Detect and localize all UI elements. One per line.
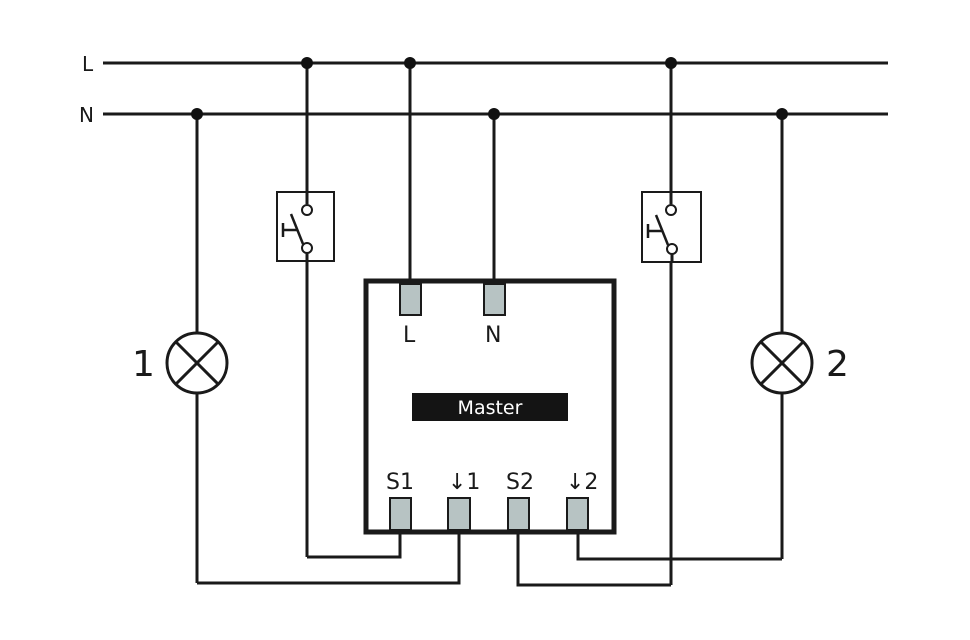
junction-dot bbox=[776, 108, 788, 120]
junction-dot bbox=[191, 108, 203, 120]
wire-out2 bbox=[576, 530, 782, 561]
terminal-n bbox=[483, 283, 506, 316]
terminal-s1 bbox=[389, 497, 412, 531]
master-device: L N Master S1 ↓1 S2 ↓2 bbox=[363, 278, 617, 535]
lamp-2 bbox=[750, 331, 814, 395]
junction-dot bbox=[488, 108, 500, 120]
wire-s1 bbox=[307, 530, 402, 559]
lamp-cross-icon bbox=[759, 340, 805, 386]
junction-dot bbox=[301, 57, 313, 69]
terminal-out2 bbox=[566, 497, 589, 531]
switch-contact-icon bbox=[665, 204, 677, 216]
push-button-switch-1 bbox=[276, 191, 335, 262]
junction-dot bbox=[665, 57, 677, 69]
master-title: Master bbox=[458, 397, 523, 419]
push-button-switch-2 bbox=[641, 191, 702, 263]
terminal-out1 bbox=[447, 497, 471, 531]
lamp-1-label: 1 bbox=[132, 344, 155, 385]
lamp-cross-icon bbox=[174, 340, 220, 386]
terminal-out2-label: ↓2 bbox=[566, 470, 598, 495]
terminal-n-label: N bbox=[485, 323, 501, 348]
bus-label-n: N bbox=[79, 103, 94, 127]
terminal-s2 bbox=[507, 497, 530, 531]
master-title-badge bbox=[412, 393, 568, 421]
wire-out1 bbox=[197, 530, 461, 585]
junction-dot bbox=[404, 57, 416, 69]
switch-contact-icon bbox=[301, 242, 313, 254]
terminal-out1-label: ↓1 bbox=[448, 470, 480, 495]
switch-contact-icon bbox=[666, 243, 678, 255]
terminal-l bbox=[399, 283, 422, 316]
terminal-s1-label: S1 bbox=[386, 470, 414, 495]
lamp-1 bbox=[165, 331, 229, 395]
terminal-s2-label: S2 bbox=[506, 470, 534, 495]
lamp-2-label: 2 bbox=[826, 344, 849, 385]
bus-label-l: L bbox=[82, 52, 94, 76]
terminal-l-label: L bbox=[403, 323, 416, 348]
wire-s2 bbox=[516, 530, 671, 587]
switch-contact-icon bbox=[301, 204, 313, 216]
